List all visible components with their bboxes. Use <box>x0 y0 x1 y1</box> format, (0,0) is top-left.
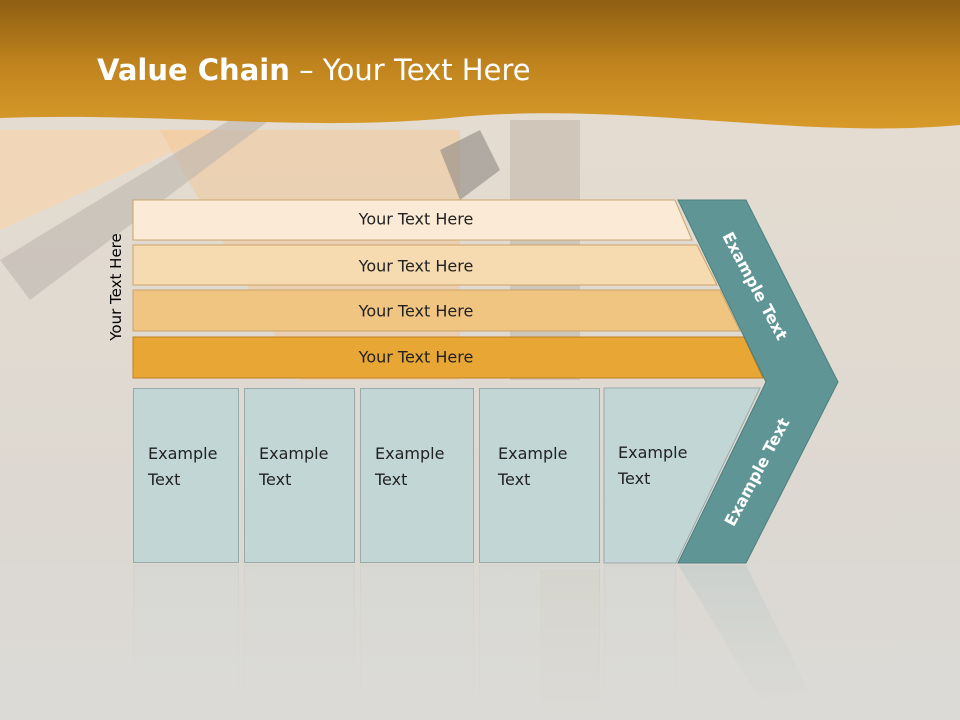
box-5-line2: Text <box>618 469 651 488</box>
bar-2-shape <box>132 244 718 286</box>
box-2-line1: Example <box>259 444 329 463</box>
box-3-line2: Text <box>375 470 408 489</box>
bar-3-shape <box>132 289 741 332</box>
title-rest: – Your Text Here <box>289 53 531 87</box>
slide-title: Value Chain – Your Text Here <box>97 53 531 87</box>
box-4-line2: Text <box>498 470 531 489</box>
side-label: Your Text Here <box>107 233 125 341</box>
bar-4-label: Your Text Here <box>358 347 474 367</box>
bar-3-label: Your Text Here <box>358 301 474 321</box>
box-5-shape <box>603 387 761 564</box>
chevron-shape <box>677 199 839 564</box>
box-3-line1: Example <box>375 444 445 463</box>
bar-1-label: Your Text Here <box>358 209 474 229</box>
box-2-line2: Text <box>259 470 292 489</box>
box-4-line1: Example <box>498 444 568 463</box>
box-1-line2: Text <box>148 470 181 489</box>
title-bold: Value Chain <box>97 53 290 87</box>
reflection-fade <box>0 565 960 720</box>
bar-1-shape <box>132 199 693 241</box>
box-1-line1: Example <box>148 444 218 463</box>
bg-crane-part <box>440 130 500 200</box>
bar-2-label: Your Text Here <box>358 256 474 276</box>
header-band <box>0 0 960 129</box>
bg-orange-shape <box>0 130 220 230</box>
bar-4-shape <box>132 336 764 379</box>
box-5-line1: Example <box>618 443 688 462</box>
